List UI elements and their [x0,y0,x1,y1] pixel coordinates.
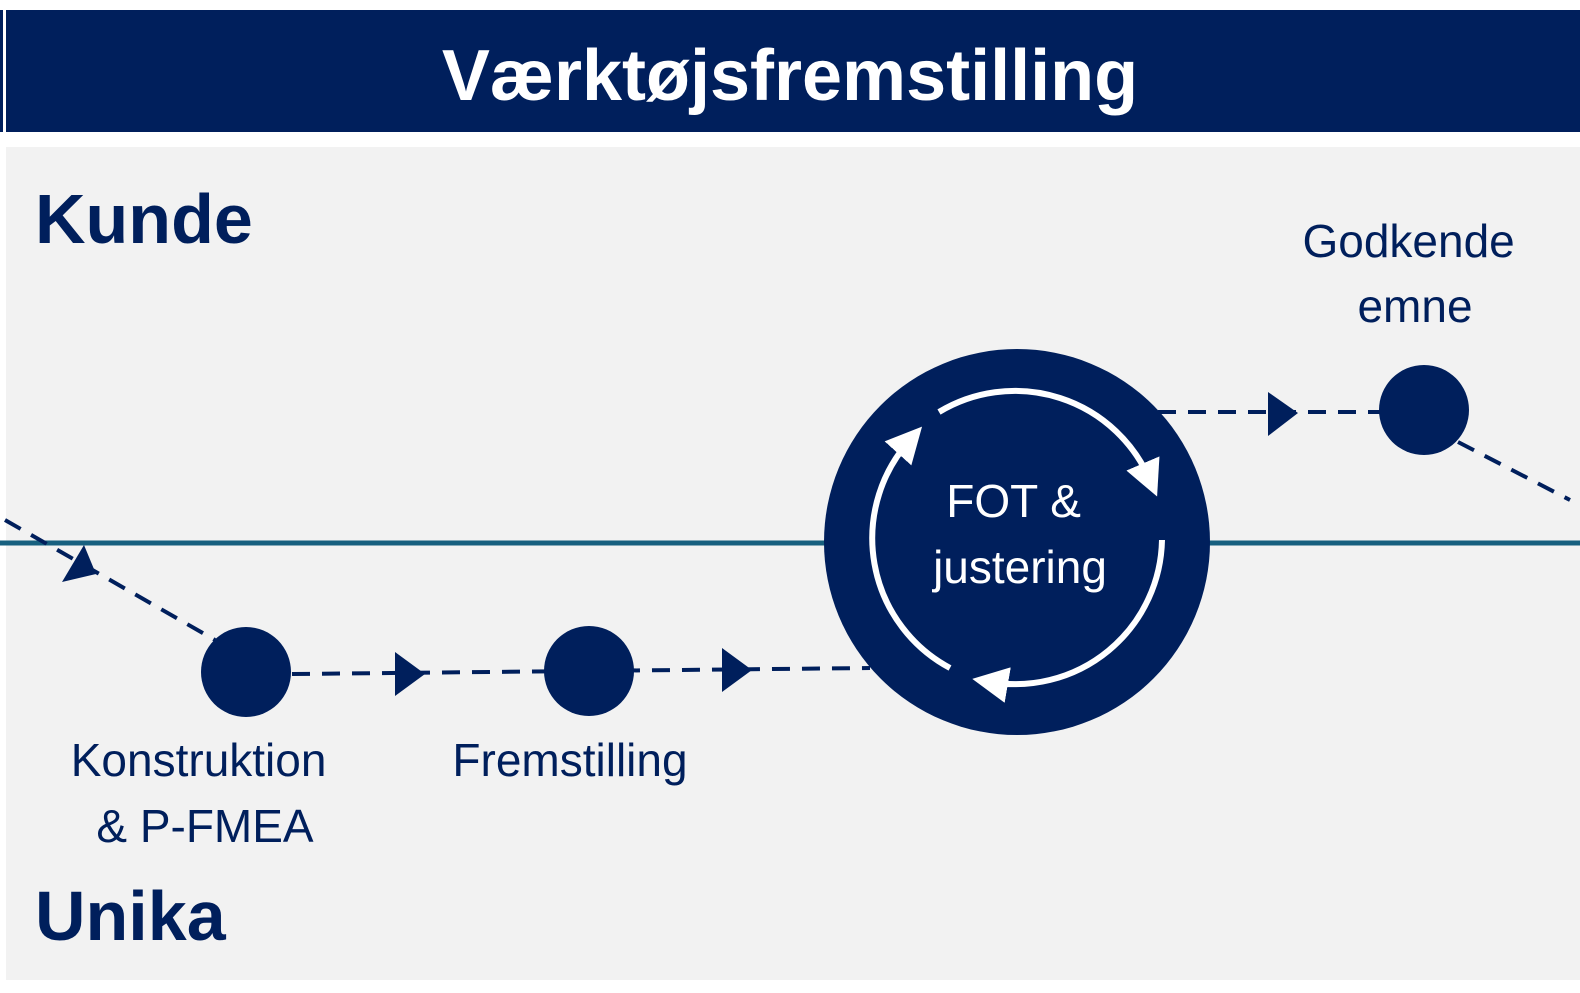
cycle-arrows-icon [869,387,1165,703]
left-edge [0,10,3,132]
arrowhead-icon [722,648,752,692]
diagram-title: Værktøjsfremstilling [442,36,1138,116]
header-bar [6,10,1580,132]
connector-steps [291,666,871,676]
flow-connectors [4,410,1571,676]
arrowhead-icon [62,545,96,582]
arrowhead-icon [395,652,425,696]
step-node-fremstilling [544,626,634,716]
fot-label: FOT & justering [931,475,1107,593]
fremstilling-label: Fremstilling [452,734,687,786]
connector-in [4,518,216,642]
lane-label-kunde: Kunde [35,180,253,258]
step-node-godkende [1379,365,1469,455]
arrowhead-icon [1268,392,1298,436]
konstruktion-label: Konstruktion & P-FMEA [71,734,339,852]
step-node-konstruktion [201,627,291,717]
connector-out [1457,440,1571,502]
diagram-panel [6,147,1580,980]
lane-label-unika: Unika [35,877,227,955]
godkende-label: Godkende emne [1302,215,1527,332]
